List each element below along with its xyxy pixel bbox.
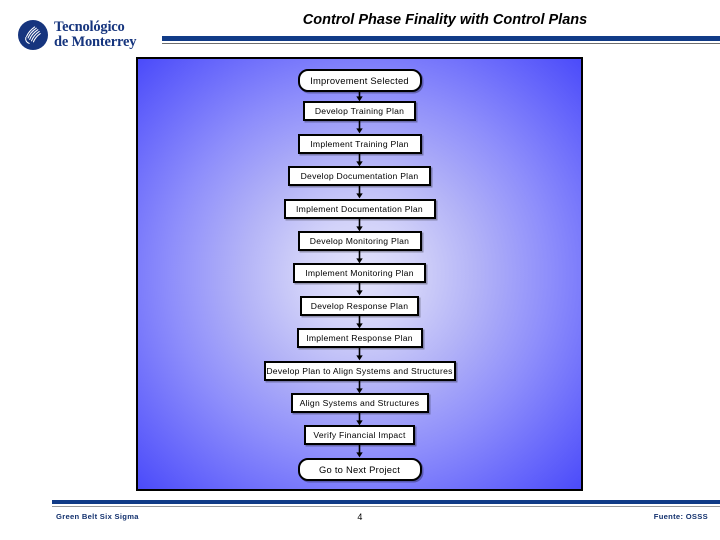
flow-node: Implement Training Plan [297,133,422,154]
flow-node: Go to Next Project [297,457,422,481]
footer-source-label: Fuente: OSSS [653,512,708,521]
footer-course-label: Green Belt Six Sigma [56,512,139,521]
logo-text-line-2: de Monterrey [54,34,137,50]
logo-text-line-1: Tecnológico [54,19,125,36]
header-hairline [162,43,720,44]
tec-monterrey-flame-emblem-icon [18,20,48,50]
flow-connector-arrow-icon [355,348,364,361]
flow-node: Implement Monitoring Plan [293,263,426,284]
header-accent-rule [162,36,720,41]
flow-node: Develop Plan to Align Systems and Struct… [263,360,456,381]
flow-connector-arrow-icon [355,186,364,199]
flow-connector-arrow-icon [355,413,364,426]
flow-node: Verify Financial Impact [304,425,415,446]
footer-accent-rule [52,500,720,504]
page-title: Control Phase Finality with Control Plan… [302,12,588,28]
flow-connector-arrow-icon [355,92,364,102]
flow-connector-arrow-icon [355,218,364,231]
tec-monterrey-logo: Tecnológico de Monterrey [18,18,158,52]
flow-node: Align Systems and Structures [290,393,429,413]
flow-node: Develop Documentation Plan [288,166,431,187]
footer-hairline [52,506,720,507]
flow-node: Develop Monitoring Plan [297,231,422,251]
flow-connector-arrow-icon [355,251,364,264]
flow-connector-arrow-icon [355,283,364,296]
flow-connector-arrow-icon [355,380,364,393]
flow-connector-arrow-icon [355,445,364,458]
flow-node: Develop Training Plan [303,101,416,122]
flow-node: Implement Response Plan [296,328,423,349]
flow-node: Improvement Selected [297,69,422,92]
flow-connector-arrow-icon [355,121,364,134]
flow-node: Develop Response Plan [300,295,419,316]
footer-page-number: 4 [357,512,363,522]
flow-node: Implement Documentation Plan [283,198,436,219]
flow-connector-arrow-icon [355,153,364,167]
flow-connector-arrow-icon [355,315,364,329]
slide-header: Tecnológico de Monterrey Control Phase F… [0,0,720,52]
